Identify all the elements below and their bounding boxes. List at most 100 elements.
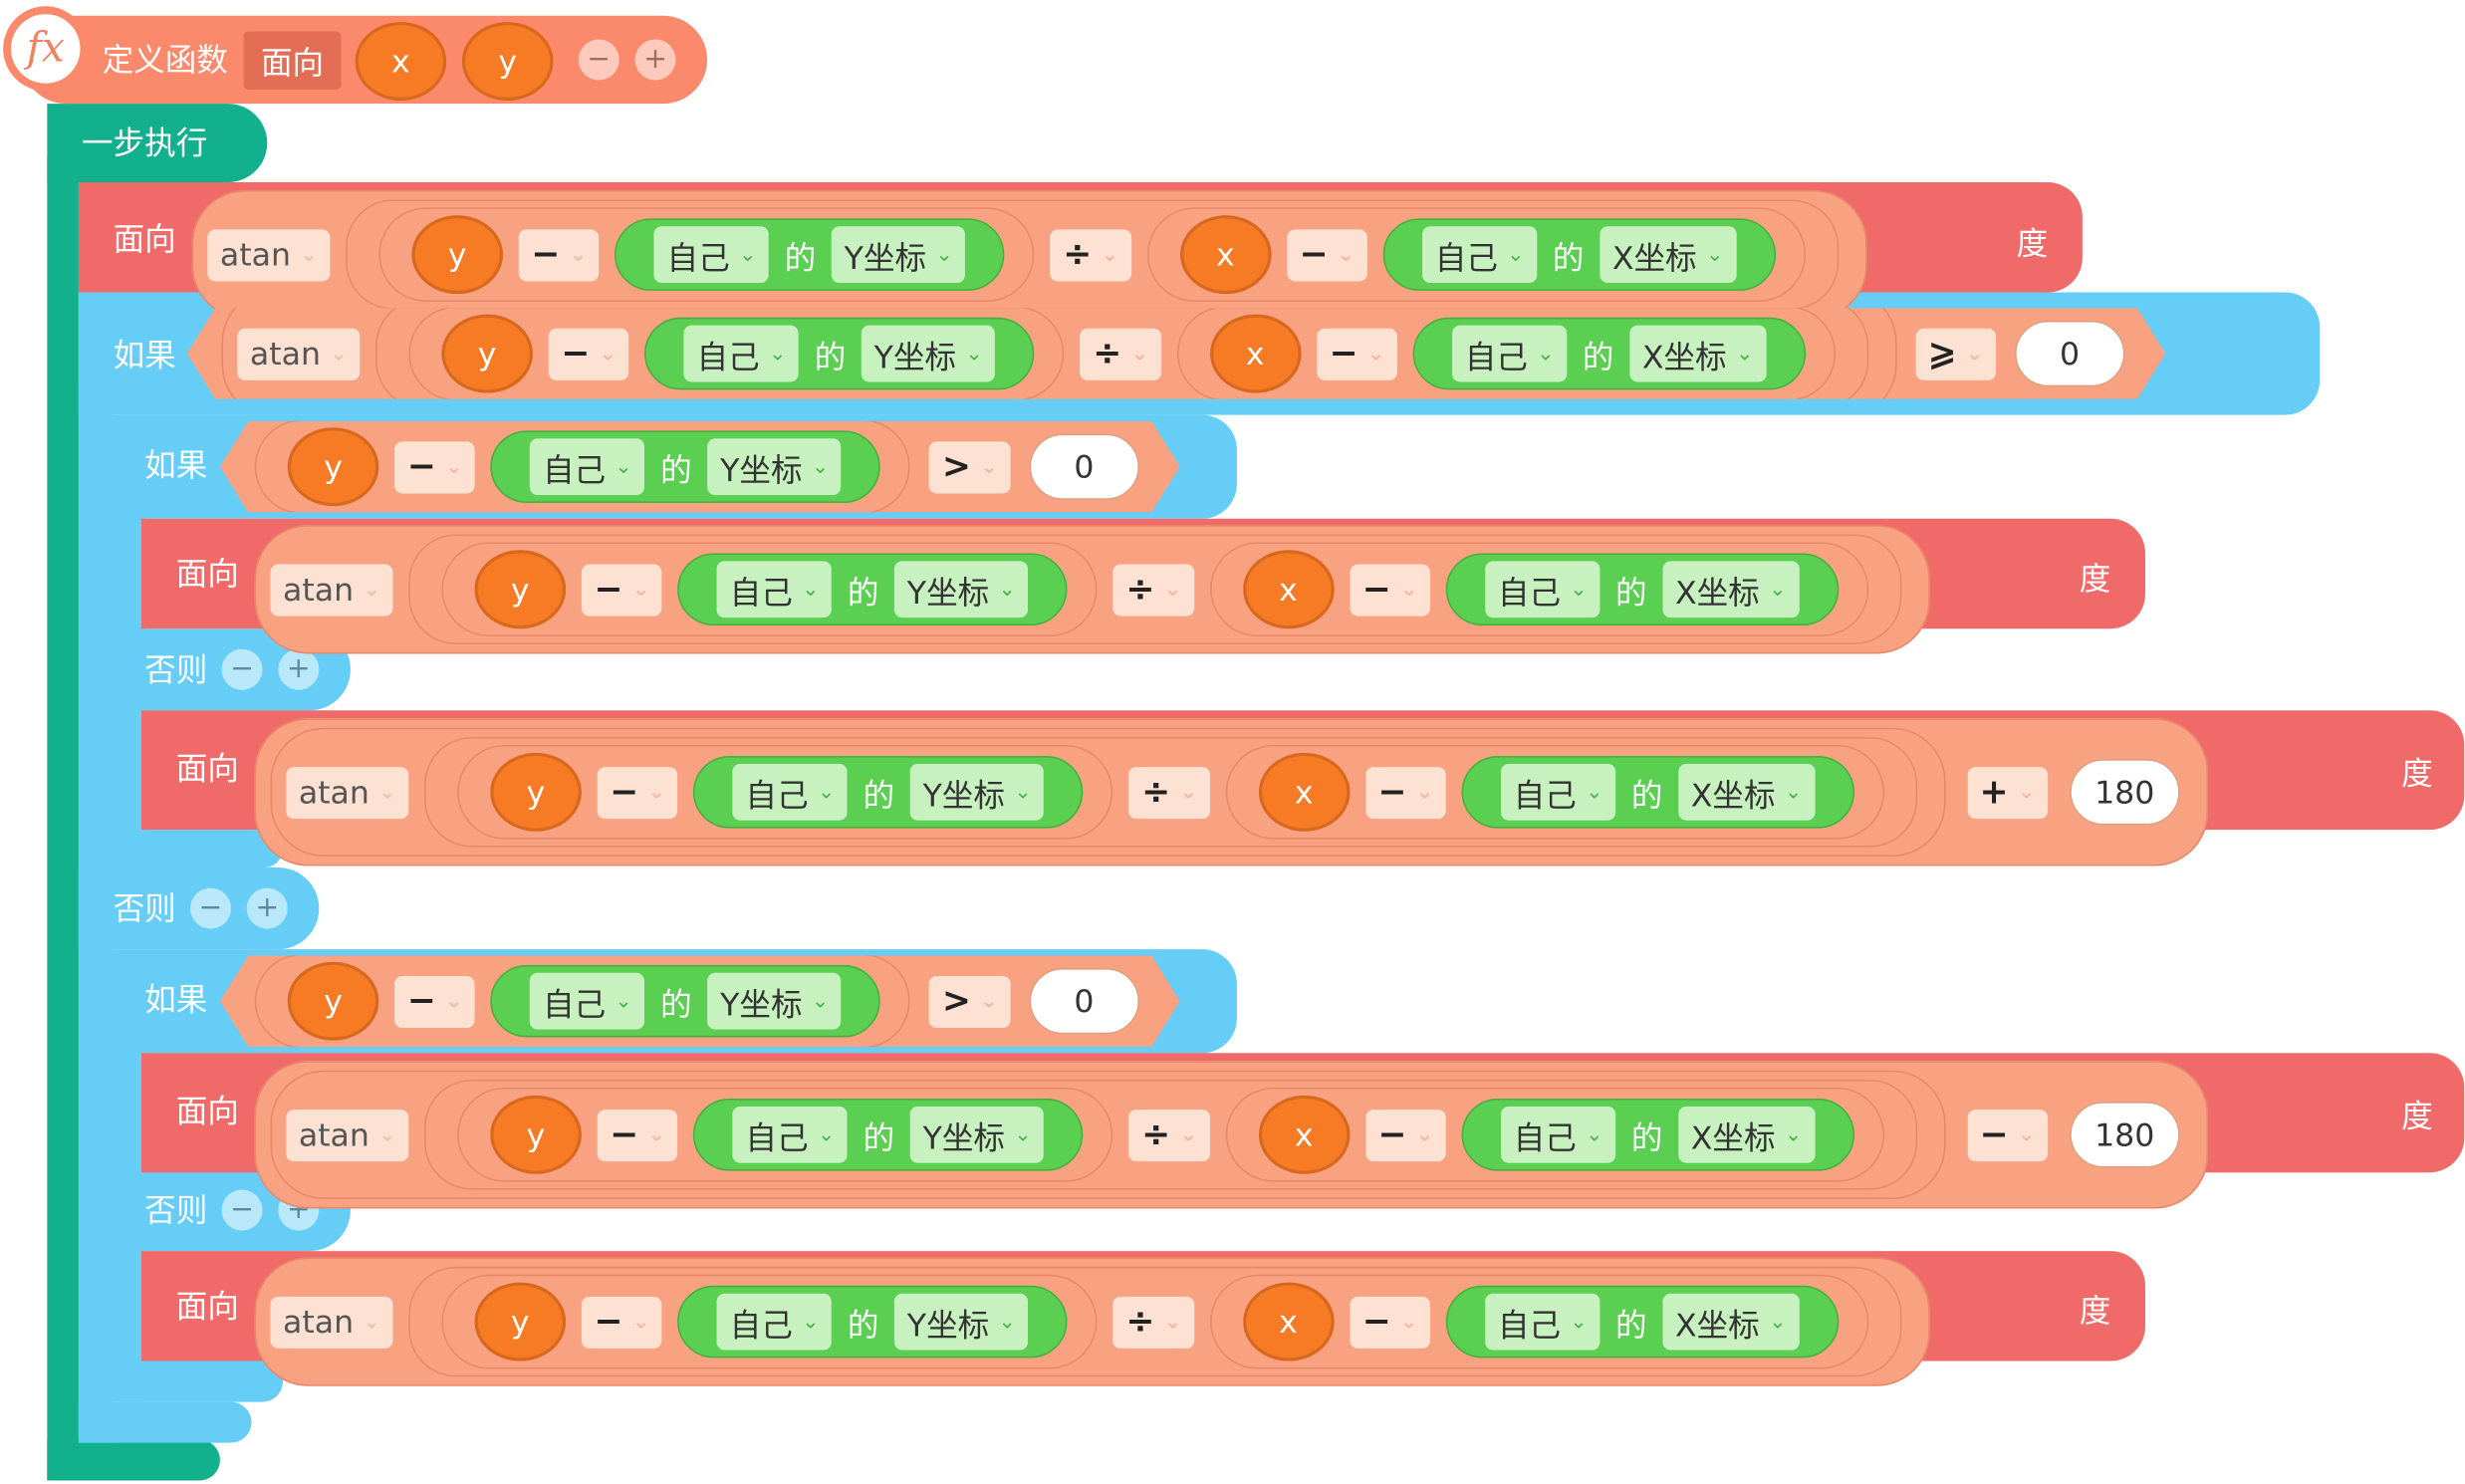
- attribute-dropdown[interactable]: X坐标⌄: [1629, 326, 1766, 382]
- number-input[interactable]: 180: [2070, 759, 2180, 826]
- atan-expression[interactable]: atan⌄y−⌄ 自己⌄ 的 Y坐标⌄ ÷⌄x−⌄ 自己⌄ 的 X坐标⌄: [254, 525, 1930, 654]
- outer-if-condition[interactable]: atan⌄y−⌄ 自己⌄ 的 Y坐标⌄ ÷⌄x−⌄ 自己⌄ 的 X坐标⌄ ⩾⌄ …: [187, 308, 2165, 399]
- variable-x[interactable]: x: [1179, 215, 1272, 295]
- target-dropdown[interactable]: 自己⌄: [530, 438, 644, 495]
- minus-operator-dropdown[interactable]: −⌄: [518, 228, 600, 281]
- else-remove-button[interactable]: −: [189, 887, 231, 929]
- minus-operator-dropdown[interactable]: −⌄: [394, 975, 475, 1027]
- number-input[interactable]: 180: [2070, 1102, 2180, 1168]
- variable-y[interactable]: y: [474, 1282, 566, 1361]
- sensing-attribute-block[interactable]: 自己⌄ 的 X坐标⌄: [1461, 756, 1854, 829]
- gte-operator-dropdown[interactable]: ⩾⌄: [1915, 328, 1996, 379]
- minus-operator-dropdown[interactable]: −⌄: [1364, 766, 1446, 819]
- divide-operator-dropdown[interactable]: ÷⌄: [1128, 766, 1210, 819]
- difference-expression[interactable]: y−⌄ 自己⌄ 的 Y坐标⌄: [255, 954, 911, 1049]
- difference-expression[interactable]: x −⌄ 自己⌄ 的 X坐标⌄: [1225, 744, 1884, 840]
- division-expression[interactable]: y −⌄ 自己⌄ 的 Y坐标⌄ ÷⌄ x −⌄ 自己⌄ 的 X坐标⌄: [423, 737, 1917, 848]
- minus-operator-dropdown[interactable]: −⌄: [581, 563, 662, 616]
- sensing-attribute-block[interactable]: 自己⌄ 的 Y坐标⌄: [491, 430, 880, 503]
- division-expression[interactable]: y −⌄ 自己⌄ 的 Y坐标⌄ ÷⌄ x−⌄ 自己⌄ 的 X坐标⌄: [408, 1266, 1901, 1377]
- attribute-dropdown[interactable]: Y坐标⌄: [862, 326, 995, 382]
- atan-minus-expression[interactable]: atan⌄y−⌄ 自己⌄ 的 Y坐标⌄ ÷⌄x−⌄ 自己⌄ 的 X坐标⌄ −⌄ …: [254, 1061, 2208, 1209]
- minus-operator-dropdown[interactable]: −⌄: [1317, 328, 1397, 379]
- number-input[interactable]: 0: [2015, 321, 2124, 386]
- target-dropdown[interactable]: 自己⌄: [1452, 326, 1567, 382]
- attribute-dropdown[interactable]: Y坐标⌄: [909, 763, 1045, 821]
- attribute-dropdown[interactable]: X坐标⌄: [1662, 1293, 1800, 1351]
- difference-expression[interactable]: y−⌄ 自己⌄ 的 Y坐标⌄: [457, 1087, 1113, 1182]
- division-expression[interactable]: y−⌄ 自己⌄ 的 Y坐标⌄ ÷⌄x−⌄ 自己⌄ 的 X坐标⌄: [423, 1080, 1917, 1190]
- variable-x[interactable]: x: [1258, 752, 1350, 832]
- division-expression[interactable]: y−⌄ 自己⌄ 的 Y坐标⌄ ÷⌄x−⌄ 自己⌄ 的 X坐标⌄: [408, 534, 1901, 644]
- minus-operator-dropdown[interactable]: −⌄: [597, 766, 678, 819]
- atan-expression[interactable]: atan⌄ y −⌄ 自己⌄ 的 Y坐标⌄ ÷⌄ x −⌄ 自己⌄ 的 X坐标⌄: [270, 727, 1945, 858]
- y-diff-expression[interactable]: y−⌄ 自己⌄ 的 Y坐标⌄: [255, 954, 911, 1049]
- y-diff-expression[interactable]: y−⌄ 自己⌄ 的 Y坐标⌄: [255, 419, 911, 514]
- atan-reporter[interactable]: atan⌄y−⌄ 自己⌄ 的 Y坐标⌄ ÷⌄x−⌄ 自己⌄ 的 X坐标⌄: [254, 525, 1930, 654]
- variable-x[interactable]: x: [1210, 315, 1302, 393]
- minus-operator-dropdown[interactable]: −⌄: [1349, 1296, 1430, 1349]
- else-remove-button[interactable]: −: [221, 1189, 263, 1231]
- sensing-attribute-block[interactable]: 自己⌄ 的 X坐标⌄: [1445, 553, 1839, 626]
- sensing-attribute-block[interactable]: 自己⌄ 的 Y坐标⌄: [677, 1285, 1068, 1359]
- variable-y[interactable]: y: [490, 752, 582, 832]
- variable-x[interactable]: x: [1258, 1095, 1350, 1174]
- variable-y[interactable]: y: [441, 315, 533, 393]
- atan-reporter[interactable]: atan⌄ y −⌄ 自己⌄ 的 Y坐标⌄ ÷⌄ x −⌄ 自己⌄ 的 X坐标⌄: [191, 189, 1866, 320]
- gt-operator-dropdown[interactable]: >⌄: [929, 975, 1010, 1027]
- atan-expression[interactable]: atan⌄ y −⌄ 自己⌄ 的 Y坐标⌄ ÷⌄ x−⌄ 自己⌄ 的 X坐标⌄: [254, 1257, 1930, 1386]
- attribute-dropdown[interactable]: Y坐标⌄: [909, 1106, 1045, 1163]
- difference-expression[interactable]: y −⌄ 自己⌄ 的 Y坐标⌄: [378, 207, 1035, 302]
- minus-operator-dropdown[interactable]: −⌄: [1349, 563, 1430, 616]
- sensing-attribute-block[interactable]: 自己⌄ 的 Y坐标⌄: [693, 756, 1084, 829]
- divide-operator-dropdown[interactable]: ÷⌄: [1050, 228, 1131, 281]
- atan-function-dropdown[interactable]: atan⌄: [270, 1296, 393, 1349]
- sensing-attribute-block[interactable]: 自己⌄ 的 X坐标⌄: [1382, 218, 1776, 291]
- attribute-dropdown[interactable]: X坐标⌄: [1600, 226, 1736, 284]
- division-expression[interactable]: y−⌄ 自己⌄ 的 Y坐标⌄ ÷⌄x−⌄ 自己⌄ 的 X坐标⌄: [375, 299, 1867, 408]
- divide-operator-dropdown[interactable]: ÷⌄: [1081, 328, 1161, 379]
- minus-operator-dropdown[interactable]: −⌄: [1286, 228, 1367, 281]
- atan-plus-expression[interactable]: atan⌄y−⌄ 自己⌄ 的 Y坐标⌄ ÷⌄x−⌄ 自己⌄ 的 X坐标⌄ +⌄ …: [254, 718, 2208, 866]
- variable-y[interactable]: y: [474, 550, 566, 629]
- minus-operator-dropdown[interactable]: −⌄: [1966, 1109, 2048, 1161]
- difference-expression[interactable]: x−⌄ 自己⌄ 的 X坐标⌄: [1209, 542, 1868, 637]
- target-dropdown[interactable]: 自己⌄: [1485, 561, 1601, 618]
- target-dropdown[interactable]: 自己⌄: [717, 561, 833, 618]
- difference-expression[interactable]: y −⌄ 自己⌄ 的 Y坐标⌄: [441, 1274, 1098, 1369]
- atan-function-dropdown[interactable]: atan⌄: [286, 766, 409, 819]
- sensing-attribute-block[interactable]: 自己⌄ 的 Y坐标⌄: [615, 218, 1005, 291]
- difference-expression[interactable]: x−⌄ 自己⌄ 的 X坐标⌄: [1209, 1274, 1868, 1369]
- function-name-field[interactable]: 面向: [243, 31, 342, 90]
- attribute-dropdown[interactable]: Y坐标⌄: [707, 438, 841, 495]
- minus-operator-dropdown[interactable]: −⌄: [581, 1296, 662, 1349]
- divide-operator-dropdown[interactable]: ÷⌄: [1112, 1296, 1194, 1349]
- minus-operator-dropdown[interactable]: −⌄: [1364, 1109, 1446, 1161]
- sensing-attribute-block[interactable]: 自己⌄ 的 Y坐标⌄: [693, 1099, 1084, 1171]
- atan-function-dropdown[interactable]: atan⌄: [207, 228, 331, 281]
- difference-expression[interactable]: y −⌄ 自己⌄ 的 Y坐标⌄: [457, 744, 1113, 840]
- attribute-dropdown[interactable]: X坐标⌄: [1662, 561, 1800, 618]
- remove-param-button[interactable]: −: [578, 39, 619, 81]
- attribute-dropdown[interactable]: Y坐标⌄: [832, 226, 966, 284]
- sensing-attribute-block[interactable]: 自己⌄ 的 Y坐标⌄: [644, 318, 1034, 390]
- target-dropdown[interactable]: 自己⌄: [1500, 1106, 1616, 1163]
- variable-y[interactable]: y: [490, 1095, 582, 1174]
- param-y[interactable]: y: [461, 22, 554, 101]
- atan-function-dropdown[interactable]: atan⌄: [237, 328, 360, 379]
- target-dropdown[interactable]: 自己⌄: [1485, 1293, 1601, 1351]
- target-dropdown[interactable]: 自己⌄: [653, 226, 769, 284]
- else-add-button[interactable]: +: [246, 887, 288, 929]
- difference-expression[interactable]: y−⌄ 自己⌄ 的 Y坐标⌄: [441, 542, 1098, 637]
- difference-expression[interactable]: x −⌄ 自己⌄ 的 X坐标⌄: [1146, 207, 1806, 302]
- target-dropdown[interactable]: 自己⌄: [732, 1106, 848, 1163]
- target-dropdown[interactable]: 自己⌄: [530, 973, 644, 1030]
- variable-y[interactable]: y: [411, 215, 503, 295]
- atan-reporter[interactable]: atan⌄y−⌄ 自己⌄ 的 Y坐标⌄ ÷⌄x−⌄ 自己⌄ 的 X坐标⌄: [221, 289, 1895, 417]
- divide-operator-dropdown[interactable]: ÷⌄: [1112, 563, 1194, 616]
- step-exec-block[interactable]: [47, 104, 268, 183]
- atan-function-dropdown[interactable]: atan⌄: [286, 1109, 409, 1161]
- else-remove-button[interactable]: −: [221, 648, 263, 690]
- target-dropdown[interactable]: 自己⌄: [1500, 763, 1616, 821]
- gt-operator-dropdown[interactable]: >⌄: [929, 441, 1010, 493]
